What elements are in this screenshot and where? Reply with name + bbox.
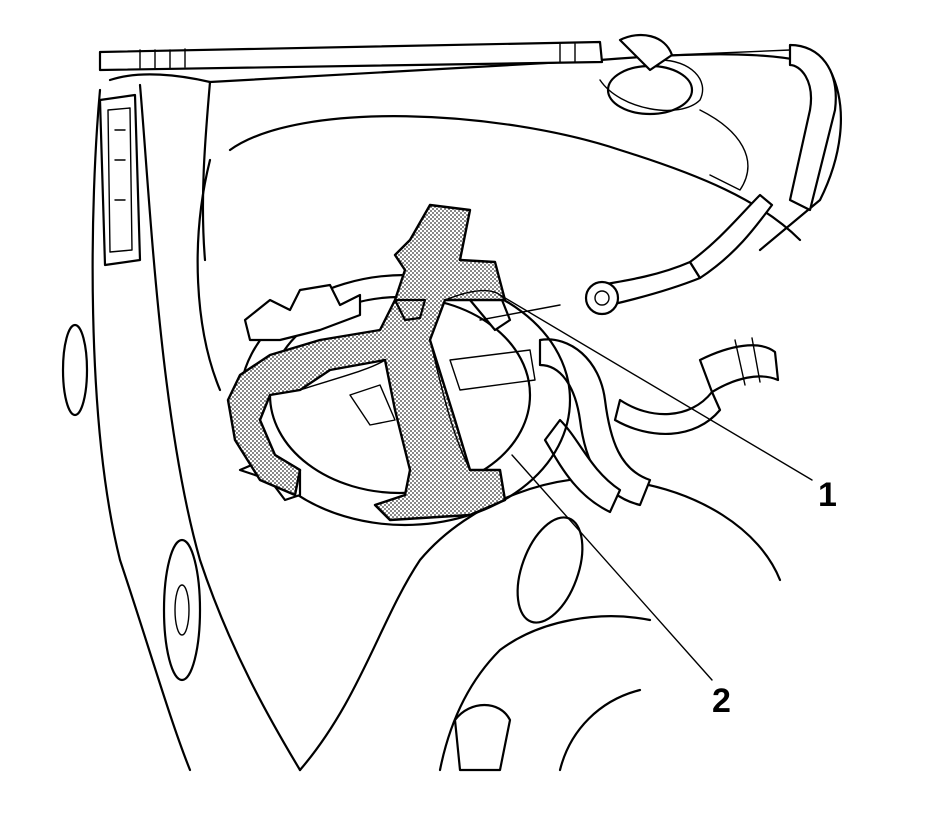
lock-ring-removal-tool [226, 203, 507, 522]
tank-cutouts [61, 323, 584, 772]
leader-line-1 [499, 294, 813, 481]
fuel-tank-body [91, 53, 842, 772]
fuel-hoses [538, 193, 780, 514]
leader-line-2 [511, 454, 713, 681]
fuel-line-rod [98, 33, 837, 212]
callout-1: 1 [818, 476, 837, 514]
callout-leaders [499, 294, 813, 681]
left-mounting-bracket [98, 93, 142, 267]
callout-2: 2 [712, 682, 731, 720]
